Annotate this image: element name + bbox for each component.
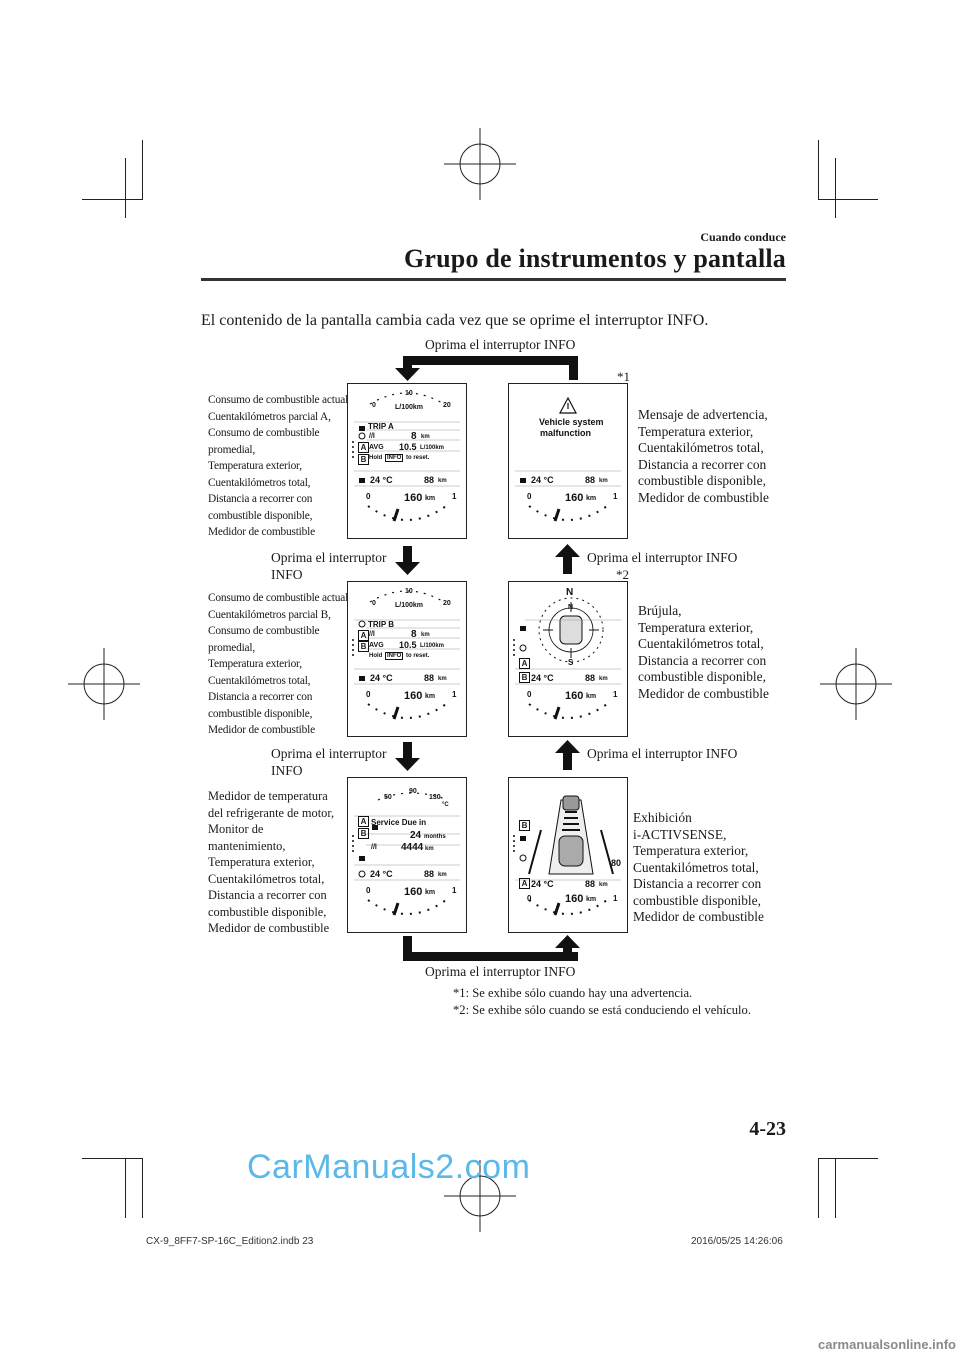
display-panel-trip-a: 0 10 20 L/100km TRIP A //l 8 km A B AVG … (347, 383, 467, 539)
site-watermark: carmanualsonline.info (818, 1337, 956, 1352)
crop-mark (818, 140, 819, 200)
press-info-top: Oprima el interruptor INFO (425, 337, 576, 352)
warning-message-1: Vehicle system (539, 417, 604, 427)
crop-mark (142, 140, 143, 200)
avg-value: 10.5 (399, 442, 417, 452)
compass-north: N (566, 587, 574, 598)
header-rule (201, 278, 786, 281)
service-months: 24 (410, 830, 422, 841)
label-panel-compass: Brújula,Temperatura exterior,Cuentakilóm… (638, 603, 769, 701)
press-info-right-1: Oprima el interruptor INFO (587, 550, 738, 565)
registration-mark (68, 648, 140, 720)
crop-mark (818, 1158, 878, 1159)
display-panel-coolant: 50 90 130 °C A B Service Due in 24 month… (347, 777, 467, 933)
watermark: CarManuals2.com (247, 1148, 531, 1186)
registration-mark (820, 648, 892, 720)
box-a: A (358, 442, 369, 453)
crop-mark (818, 1158, 819, 1218)
label-panel-warning: Mensaje de advertencia,Temperatura exter… (638, 407, 769, 505)
crop-mark (835, 1158, 836, 1218)
gauge-max: 20 (443, 402, 451, 409)
range: 160 (404, 492, 423, 504)
footnote-1: *1: Se exhibe sólo cuando hay una advert… (453, 986, 693, 1000)
footnotes: *1: Se exhibe sólo cuando hay una advert… (453, 985, 751, 1019)
gauge-mid: 10 (405, 390, 413, 397)
label-panel-trip-a: Consumo de combustible actual,Cuentakiló… (208, 394, 351, 538)
footnote-marker-1: *1 (617, 369, 630, 384)
trip-label: TRIP B (368, 620, 395, 629)
footer-timestamp: 2016/05/25 14:26:06 (691, 1236, 783, 1247)
crop-mark (82, 1158, 142, 1159)
crop-mark (818, 199, 878, 200)
trip-label: TRIP A (368, 422, 394, 431)
footer-file: CX-9_8FF7-SP-16C_Edition2.indb 23 (146, 1236, 314, 1247)
footnote-2: *2: Se exhibe sólo cuando se está conduc… (453, 1003, 751, 1017)
page-number: 4-23 (749, 1118, 786, 1140)
coolant-mid: 90 (409, 788, 417, 795)
crop-mark (125, 158, 126, 218)
display-panel-warning: Vehicle system malfunction 24 °C 88 km 0… (508, 383, 628, 539)
footnote-marker-2: *2 (616, 567, 629, 582)
trip-value: 8 (411, 431, 417, 442)
press-info-right-2: Oprima el interruptor INFO (587, 746, 738, 761)
warning-message-2: malfunction (540, 428, 591, 438)
intro-text: El contenido de la pantalla cambia cada … (201, 312, 709, 329)
service-title: Service Due in (371, 818, 427, 827)
press-info-bottom: Oprima el interruptor INFO (425, 964, 576, 979)
outside-temp: 24 °C (370, 475, 393, 485)
coolant-high: 130 (429, 794, 441, 801)
section-label: Cuando conduce (700, 230, 786, 244)
crop-mark (835, 158, 836, 218)
compass-south: S (568, 658, 574, 667)
registration-mark (444, 128, 516, 200)
service-km: 4444 (401, 842, 424, 853)
odometer: 88 (424, 475, 435, 485)
display-panel-trip-b: 0 10 20 L/100km TRIP B A //l 8 km B AVG … (347, 581, 467, 737)
display-panel-compass: N N S A B 24 °C 88 km 0 160 km 1 (508, 581, 628, 737)
registration-mark (444, 1160, 516, 1232)
gauge-unit: L/100km (395, 404, 424, 411)
set-speed: 80 (611, 858, 622, 868)
crop-mark (142, 1158, 143, 1218)
coolant-low: 50 (384, 794, 392, 801)
gauge-min: 0 (372, 402, 376, 409)
crop-mark (125, 1158, 126, 1218)
display-panel-activsense: B A 80 24 °C 88 km 0 160 km 1 (508, 777, 628, 933)
box-b: B (358, 454, 369, 465)
page-title: Grupo de instrumentos y pantalla (403, 244, 786, 273)
crop-mark (82, 199, 142, 200)
label-panel-trip-b: Consumo de combustible actual,Cuentakiló… (208, 592, 351, 736)
